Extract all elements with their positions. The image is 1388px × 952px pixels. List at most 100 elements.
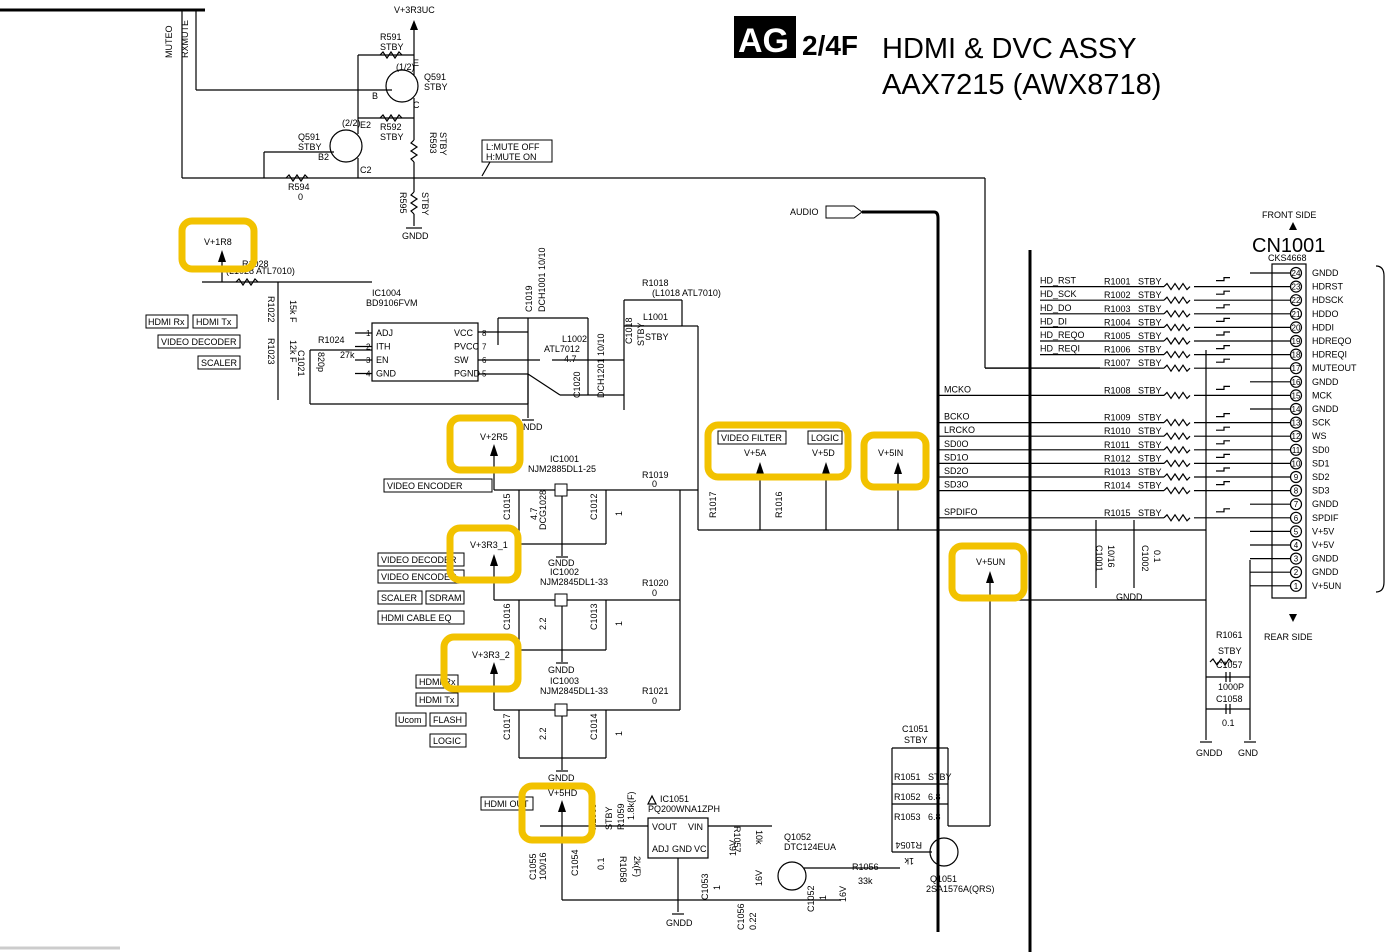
cn-pin-name: V+5V xyxy=(1312,526,1334,536)
cn-pin-name: V+5UN xyxy=(1312,581,1341,591)
bus-net-label: HD_REQI xyxy=(1040,344,1080,354)
svg-text:C1016: C1016 xyxy=(502,603,512,630)
bus-res-note: STBY xyxy=(1138,467,1162,477)
svg-text:C1020: C1020 xyxy=(572,371,582,398)
tag-logic-2: LOGIC xyxy=(811,433,840,443)
highlight-v3r3-2 xyxy=(440,633,522,693)
cn-pin-number: 7 xyxy=(1294,500,1299,509)
v5un-section: V+5UN C1051 STBY R1051 STBY R1052 6.8 R1… xyxy=(480,557,1206,930)
svg-text:R1058: R1058 xyxy=(618,856,628,883)
ic1004-pin-num: 3 xyxy=(366,356,371,365)
bus-res-note: STBY xyxy=(1138,426,1162,436)
rear-side-label: REAR SIDE xyxy=(1264,632,1313,642)
bus-resistor xyxy=(1163,472,1191,482)
tag-logic: LOGIC xyxy=(433,736,462,746)
bus-res-note: STBY xyxy=(1138,385,1162,395)
svg-text:C1058: C1058 xyxy=(1216,694,1243,704)
bus-res-ref: R1003 xyxy=(1104,304,1131,314)
bus-resistor xyxy=(1163,296,1191,305)
ic1004-pin-num: 2 xyxy=(366,343,371,352)
bus-res-note: STBY xyxy=(1138,481,1162,491)
svg-text:16V: 16V xyxy=(728,840,738,856)
cn-pin-circle xyxy=(1289,457,1303,470)
cn-pin-name: HDDO xyxy=(1312,309,1339,319)
bus-res-ref: R1015 xyxy=(1104,508,1131,518)
regulators: V+2R5 IC1001 NJM2885DL1-25 VIDEO ENCODER… xyxy=(377,432,698,783)
bus-res-note: STBY xyxy=(1138,277,1162,287)
bus-jumper xyxy=(1216,413,1230,418)
cn-pin-circle xyxy=(1289,348,1303,361)
bus-net-label: HD_DO xyxy=(1040,303,1072,313)
cn-pin-name: HDSCK xyxy=(1312,295,1344,305)
cn-pin-name: GNDD xyxy=(1312,268,1339,278)
svg-text:C1019: C1019 xyxy=(524,285,534,312)
svg-text:ADJ: ADJ xyxy=(652,844,669,854)
svg-text:C1055: C1055 xyxy=(528,853,538,880)
svg-text:C1001: C1001 xyxy=(1094,545,1104,572)
cn-pin-circle xyxy=(1289,375,1303,388)
svg-text:12k F: 12k F xyxy=(288,340,298,363)
svg-text:STBY: STBY xyxy=(298,142,322,152)
ic1004-part: BD9106FVM xyxy=(366,298,418,308)
svg-text:0: 0 xyxy=(652,696,657,706)
svg-text:R1024: R1024 xyxy=(318,335,345,345)
ic1004-pin-name: GND xyxy=(376,369,397,379)
cn-pin-name: GNDD xyxy=(1312,554,1339,564)
net-audio: AUDIO xyxy=(790,207,819,217)
cn-pin-circle xyxy=(1289,525,1303,538)
svg-text:STBY: STBY xyxy=(904,735,928,745)
net-rxmute: RXMUTE xyxy=(180,20,190,58)
bus-res-ref: R1007 xyxy=(1104,358,1131,368)
svg-text:1: 1 xyxy=(614,621,624,626)
svg-text:4.7: 4.7 xyxy=(564,354,577,364)
cn-pin-number: 20 xyxy=(1292,323,1301,332)
cn-pin-number: 14 xyxy=(1292,405,1301,414)
svg-text:15k F: 15k F xyxy=(288,300,298,323)
bus-res-ref: R1006 xyxy=(1104,345,1131,355)
bus-jumper xyxy=(1216,331,1230,336)
cn-pin-circle xyxy=(1289,484,1303,497)
tag-sdram: SDRAM xyxy=(429,593,462,603)
bus-resistor xyxy=(1163,432,1191,441)
svg-text:Q1051: Q1051 xyxy=(930,874,957,884)
svg-text:16V: 16V xyxy=(838,886,848,902)
svg-text:6.8: 6.8 xyxy=(928,812,941,822)
highlight-v5hd xyxy=(518,782,596,844)
svg-text:1: 1 xyxy=(614,511,624,516)
tag-video-decoder-1: VIDEO DECODER xyxy=(161,337,237,347)
bus-res-ref: R1001 xyxy=(1104,277,1131,287)
svg-text:R1021: R1021 xyxy=(642,686,669,696)
cn-pin-circle xyxy=(1289,362,1303,375)
svg-text:STBY: STBY xyxy=(1218,646,1242,656)
cn-pin-name: GNDD xyxy=(1312,404,1339,414)
ic1002-part: NJM2845DL1-33 xyxy=(540,577,608,587)
bus-jumper xyxy=(1216,277,1230,282)
svg-text:E: E xyxy=(413,58,419,68)
bus-jumper xyxy=(1216,453,1230,458)
rail-v3r3-2: V+3R3_2 xyxy=(472,650,510,660)
highlight-v3r3-1 xyxy=(446,524,522,584)
cn-pin-number: 21 xyxy=(1292,310,1301,319)
svg-text:0.1: 0.1 xyxy=(596,857,606,870)
svg-text:STBY: STBY xyxy=(380,132,404,142)
svg-text:4.7: 4.7 xyxy=(529,507,539,520)
svg-text:STBY: STBY xyxy=(928,772,952,782)
tag-hdmi-tx-2: HDMI Tx xyxy=(419,695,455,705)
svg-text:2SA1576A(QRS): 2SA1576A(QRS) xyxy=(926,884,995,894)
svg-text:(L1028 ATL7010): (L1028 ATL7010) xyxy=(226,266,295,276)
bus-res-note: STBY xyxy=(1138,290,1162,300)
title-sheet: 2/4F xyxy=(802,30,858,61)
svg-text:C1051: C1051 xyxy=(902,724,929,734)
svg-text:C1053: C1053 xyxy=(700,873,710,900)
svg-text:R1052: R1052 xyxy=(894,792,921,802)
tag-ucom: Ucom xyxy=(398,715,422,725)
title-block: AG 2/4F HDMI & DVC ASSY AAX7215 (AWX8718… xyxy=(734,16,1161,101)
cn-pin-name: HDREQI xyxy=(1312,350,1347,360)
bus-net-label: MCKO xyxy=(944,384,971,394)
ic1003-part: NJM2845DL1-33 xyxy=(540,686,608,696)
svg-text:820p: 820p xyxy=(316,352,326,372)
svg-text:R1019: R1019 xyxy=(642,470,669,480)
tag-video-decoder-2: VIDEO DECODER xyxy=(381,555,457,565)
bus-jumper xyxy=(1216,508,1230,513)
